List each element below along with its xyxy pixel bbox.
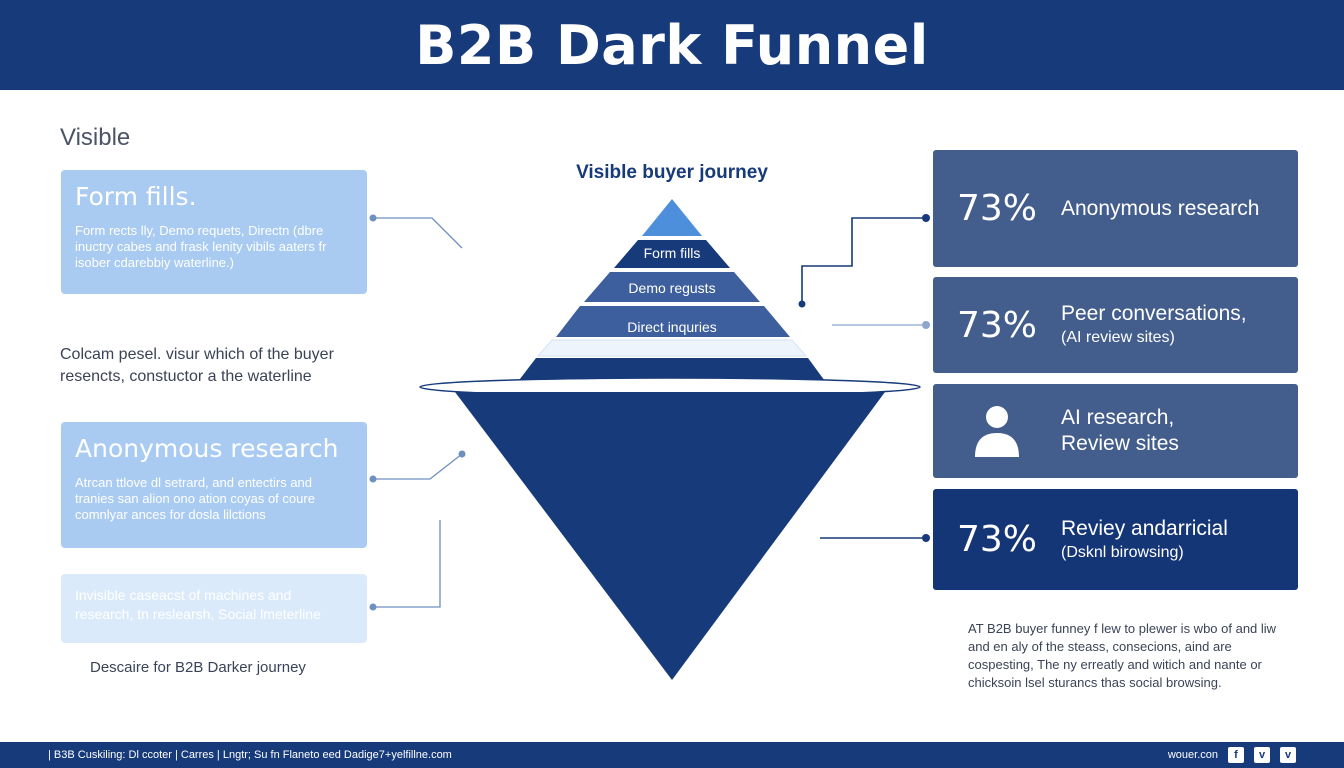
stat-label: Reviey andarricial [1061,516,1228,540]
funnel-tip [642,199,702,236]
left-connectors [373,217,463,608]
tier-label-direct-inquiries: Direct inquries [627,319,717,335]
right-footnote: AT B2B buyer funney f lew to plewer is w… [968,621,1277,690]
stat-label: Peer conversations, [1061,302,1247,325]
waterline-description: Colcam pesel. visur which of the buyer r… [60,346,334,385]
card-body: Form rects lly, Demo requets, Directn (d… [75,223,327,270]
funnel-lower-body [455,392,885,680]
page-title: B2B Dark Funnel [415,13,929,77]
stat-value: 73% [956,304,1037,346]
vimeo-icon[interactable]: v [1254,747,1270,763]
left-caption: Descaire for B2B Darker journey [90,659,306,676]
person-icon [933,403,1061,459]
stat-sublabel: Review sites [1061,432,1179,455]
right-connectors [801,217,925,539]
tier-label-demo-requests: Demo regusts [628,280,716,296]
card-title: Form fills. [75,182,197,211]
stat-card-ai-research: AI research, Review sites [933,384,1298,478]
funnel-tier-1 [614,240,730,268]
stat-sublabel: (AI review sites) [1061,329,1175,346]
stat-sublabel: (Dsknl birowsing) [1061,543,1184,561]
stat-card-peer-conversations: 73% Peer conversations, (AI review sites… [933,277,1298,373]
card-anonymous-research: Anonymous research Atrcan ttlove dl setr… [61,422,367,548]
header-bar: B2B Dark Funnel [0,0,1344,90]
card-title: Anonymous research [75,434,339,463]
funnel-tier-3 [556,306,790,337]
footer-text: | B3B Cuskiling: Dl ccoter | Carres | Ln… [48,749,452,761]
stat-label: AI research, [1061,406,1175,429]
stat-card-anonymous-research: 73% Anonymous research [933,150,1298,267]
tier-label-form-fills: Form fills [643,245,701,261]
funnel-title: Visible buyer journey [576,162,768,183]
stat-card-browsing: 73% Reviey andarricial (Dsknl birowsing) [933,489,1298,590]
card-body: Invisible caseacst of machines and resea… [75,587,321,622]
stat-label: Anonymous research [1061,196,1260,220]
card-invisible-research: Invisible caseacst of machines and resea… [61,574,367,643]
stat-value: 73% [956,188,1037,229]
facebook-icon[interactable]: f [1228,747,1244,763]
funnel-tier-2 [584,272,760,302]
stat-value: 73% [956,519,1037,560]
card-body: Atrcan ttlove dl setrard, and entectirs … [75,475,315,522]
card-form-fills: Form fills. Form rects lly, Demo requets… [61,170,367,294]
website-link[interactable]: wouer.con [1167,749,1218,761]
footer-bar: | B3B Cuskiling: Dl ccoter | Carres | Ln… [0,742,1344,768]
vine-icon[interactable]: v [1280,747,1296,763]
section-label-visible: Visible [60,124,131,151]
funnel-band-light [536,339,808,357]
